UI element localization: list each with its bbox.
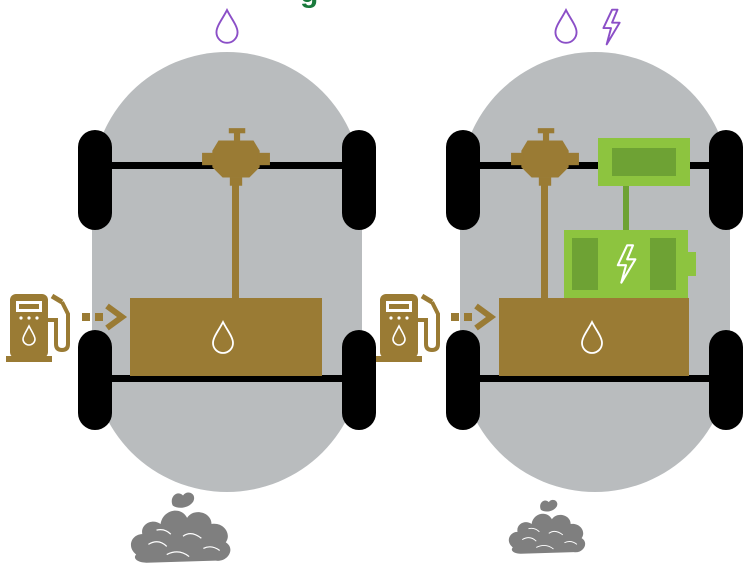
exhaust-smoke-icon xyxy=(130,491,232,564)
hybrid-icons xyxy=(554,8,621,46)
motor-link xyxy=(623,186,629,230)
wheel xyxy=(342,330,376,430)
battery-cell xyxy=(650,238,676,290)
exhaust-smoke-icon xyxy=(508,499,586,555)
fuel-tank xyxy=(130,298,322,376)
battery-cell xyxy=(572,238,598,290)
drive-shaft xyxy=(541,178,548,300)
wheel xyxy=(446,130,480,230)
refuel-arrow xyxy=(451,303,497,331)
motor-panel xyxy=(612,148,676,176)
battery-terminal xyxy=(688,252,696,276)
wheel xyxy=(709,330,743,430)
wheel xyxy=(78,330,112,430)
wheel xyxy=(446,330,480,430)
fuel-tank xyxy=(499,298,689,376)
drive-shaft xyxy=(232,178,239,300)
chassis xyxy=(92,52,362,492)
lightning-bolt-icon xyxy=(602,8,621,46)
conventional-icons xyxy=(215,9,239,44)
fuel-drop-icon xyxy=(215,9,239,44)
hybrid-vehicle xyxy=(376,52,743,555)
conventional-vehicle xyxy=(6,52,376,564)
wheel xyxy=(78,130,112,230)
rear-axle xyxy=(100,375,355,382)
fuel-drop-icon xyxy=(554,9,578,44)
title-fragment: g xyxy=(300,0,318,8)
rear-axle xyxy=(468,375,730,382)
fuel-pump-icon xyxy=(376,294,438,362)
wheel xyxy=(709,130,743,230)
wheel xyxy=(342,130,376,230)
refuel-arrow xyxy=(82,303,128,331)
fuel-pump-icon xyxy=(6,294,68,362)
